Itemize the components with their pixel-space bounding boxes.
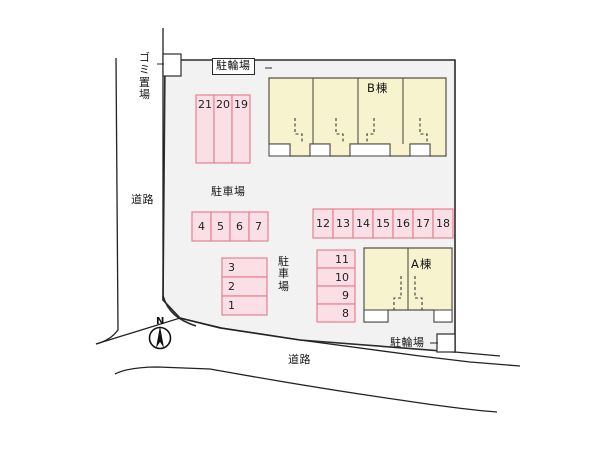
building-b-alcove-4 [409, 143, 431, 157]
stall-1 [221, 295, 268, 316]
stall-label-14: 14 [356, 217, 370, 230]
building-a-label: A棟 [411, 257, 433, 271]
stall-label-2: 2 [228, 280, 235, 293]
site-boundary-southwest-edge [162, 295, 197, 327]
building-b-entry-path-2 [335, 118, 344, 144]
compass-north-label: N [156, 316, 165, 327]
stall-label-17: 17 [416, 217, 430, 230]
building-a-alcove-left [363, 309, 389, 323]
parking-group-east-row [312, 208, 454, 239]
stall-label-11: 11 [335, 253, 349, 266]
stall-7 [248, 211, 269, 242]
compass-rose [148, 326, 172, 350]
parking-group-south-west-column [221, 257, 268, 316]
building-b-label: B棟 [367, 81, 389, 95]
stall-label-7: 7 [255, 220, 262, 233]
parking-lot-upper-label: 駐車場 [211, 185, 246, 198]
bike-parking-bottom-label: 駐輪場 [390, 336, 425, 349]
stall-label-9: 9 [342, 289, 349, 302]
stall-label-10: 10 [335, 271, 349, 284]
building-b-alcove-1 [268, 143, 291, 157]
garbage-area-label: ゴミ置場 [139, 51, 150, 101]
parking-lot-vertical-label: 駐車場 [278, 255, 289, 293]
building-b-entry-path-3 [366, 118, 375, 144]
stall-18 [432, 208, 454, 239]
parking-group-south-east-column [316, 249, 356, 323]
bike-parking-top-label: 駐輪場 [212, 58, 255, 76]
building-b-alcove-3 [349, 143, 391, 157]
building-b-entry-path-1 [294, 118, 303, 144]
compass-needle-dark [156, 326, 164, 348]
stall-label-16: 16 [396, 217, 410, 230]
stall-19 [231, 94, 251, 164]
garbage-area-box [162, 53, 182, 77]
road-left-label: 道路 [131, 193, 154, 206]
road-left-outer-edge [95, 57, 119, 345]
stall-label-8: 8 [342, 307, 349, 320]
stall-label-15: 15 [376, 217, 390, 230]
stall-label-21: 21 [198, 98, 212, 111]
parking-group-mid-west-row [191, 211, 269, 242]
building-b-entry-path-4 [419, 118, 428, 144]
building-a-alcove-right [433, 309, 453, 323]
road-bottom-far-edge [114, 366, 498, 413]
stall-label-19: 19 [234, 98, 248, 111]
stall-label-4: 4 [198, 220, 205, 233]
stall-label-1: 1 [228, 299, 235, 312]
building-a-entry-path-right [414, 276, 423, 310]
building-b-alcove-2 [309, 143, 331, 157]
road-bottom-label: 道路 [288, 353, 311, 366]
stall-label-18: 18 [436, 217, 450, 230]
stall-label-13: 13 [336, 217, 350, 230]
road-right-edge-segment [454, 351, 501, 357]
road-bottom-near-edge [95, 317, 521, 367]
parking-group-north-block [195, 94, 251, 164]
stall-label-12: 12 [316, 217, 330, 230]
bike-parking-bottom-box [436, 333, 456, 353]
stall-label-5: 5 [217, 220, 224, 233]
building-a-entry-path-left [393, 276, 402, 310]
stall-8 [316, 303, 356, 323]
stall-label-6: 6 [236, 220, 243, 233]
stall-label-20: 20 [216, 98, 230, 111]
stall-label-3: 3 [228, 261, 235, 274]
